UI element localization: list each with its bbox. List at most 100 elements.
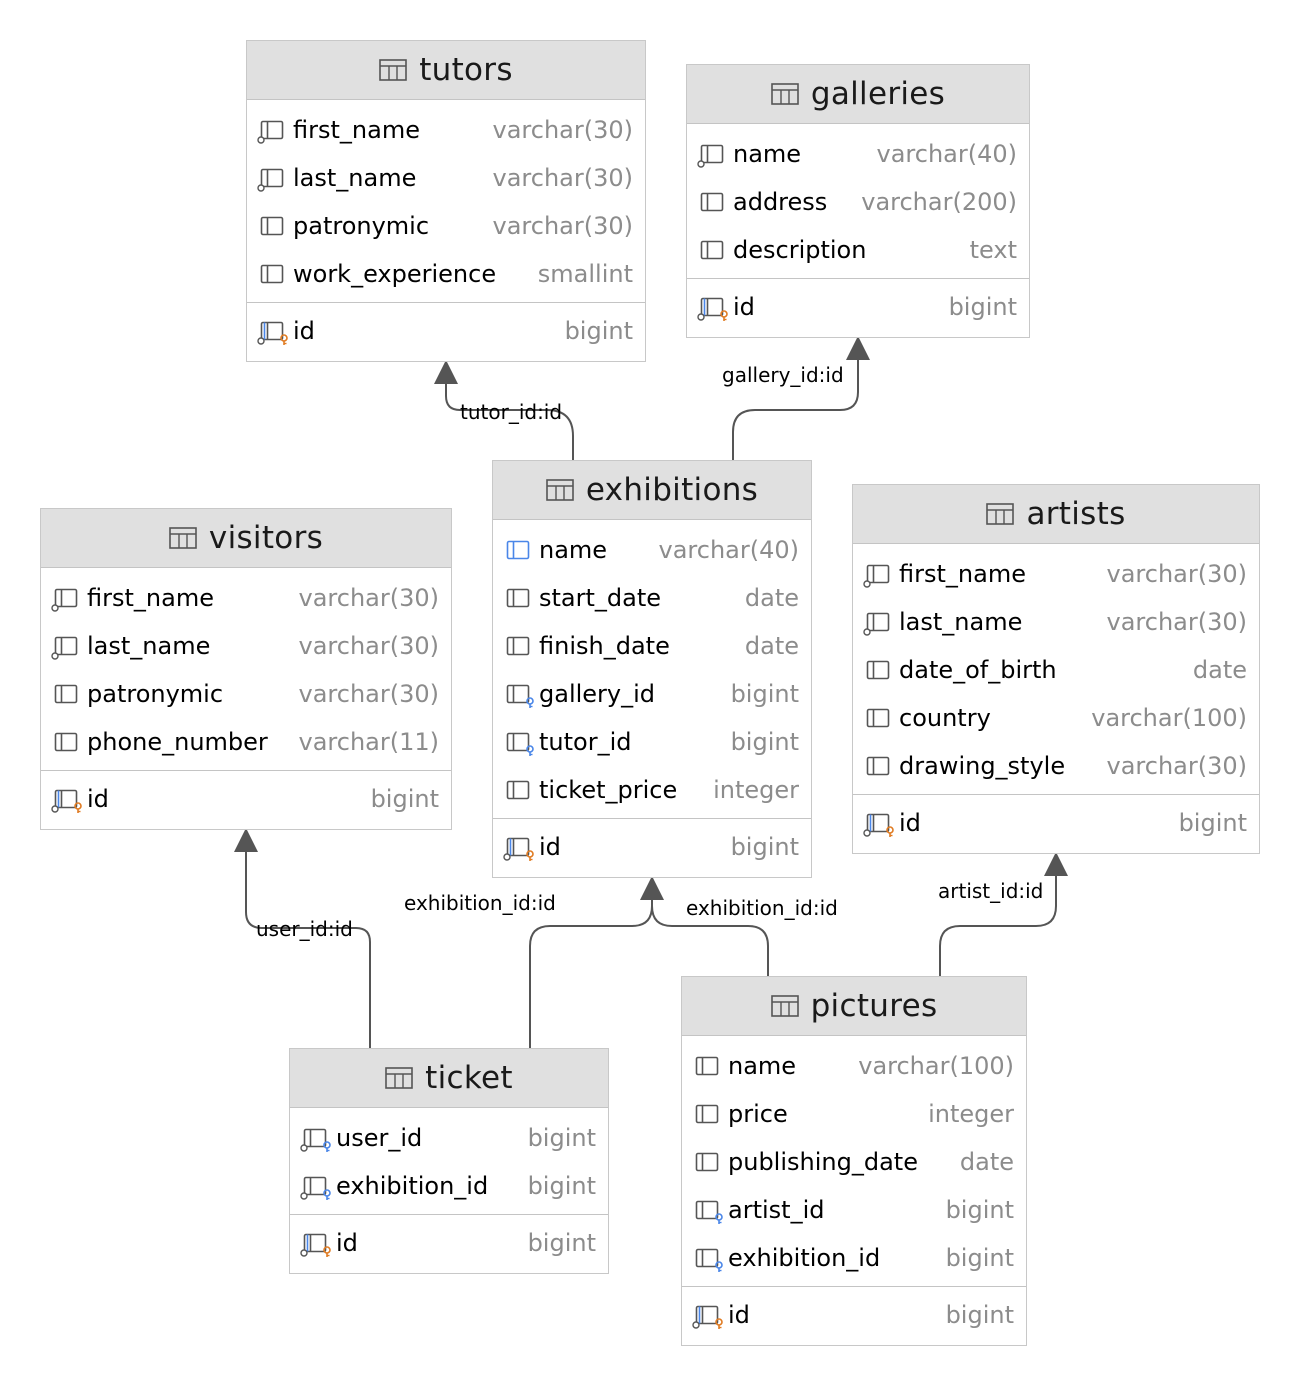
column-name: drawing_style <box>899 752 1066 780</box>
table-header[interactable]: tutors <box>247 41 645 100</box>
column-type: bigint <box>1178 809 1247 837</box>
column-type: date <box>744 584 799 612</box>
column-name: phone_number <box>87 728 268 756</box>
edge-exhibitions-galleries[interactable] <box>732 358 859 460</box>
column-type: varchar(30) <box>1106 560 1248 588</box>
column-name: ticket_price <box>539 776 678 804</box>
primary-key-icon <box>696 293 729 321</box>
column-row[interactable]: name varchar(40) <box>687 130 1029 178</box>
edge-ticket-exhibitions[interactable] <box>529 898 653 1048</box>
column-type: integer <box>928 1100 1014 1128</box>
column-icon <box>50 680 83 708</box>
table-header[interactable]: ticket <box>290 1049 608 1108</box>
column-type: varchar(30) <box>1106 752 1248 780</box>
edge-label-user: user_id:id <box>256 917 353 941</box>
edge-pictures-artists[interactable] <box>939 874 1057 976</box>
column-icon <box>502 632 535 660</box>
column-name: id <box>336 1229 358 1257</box>
column-row[interactable]: drawing_style varchar(30) <box>853 742 1259 790</box>
edge-ticket-visitors[interactable] <box>245 850 371 1048</box>
edge-exhibitions-tutors[interactable] <box>445 382 574 460</box>
column-type: smallint <box>537 260 633 288</box>
column-name: last_name <box>899 608 1023 636</box>
column-name: id <box>293 317 315 345</box>
column-row[interactable]: last_name varchar(30) <box>853 598 1259 646</box>
foreign-key-notnull-icon <box>299 1124 332 1152</box>
column-icon <box>862 704 895 732</box>
column-icon <box>691 1148 724 1176</box>
column-name: first_name <box>293 116 420 144</box>
arrowhead-galleries <box>846 336 870 360</box>
edge-pictures-exhibitions[interactable] <box>651 905 769 976</box>
column-type: date <box>959 1148 1014 1176</box>
column-icon <box>50 728 83 756</box>
column-type: varchar(30) <box>1106 608 1248 636</box>
column-name: name <box>733 140 802 168</box>
column-row[interactable]: id bigint <box>493 823 811 871</box>
column-type: bigint <box>730 680 799 708</box>
table-header[interactable]: visitors <box>41 509 451 568</box>
table-header[interactable]: artists <box>853 485 1259 544</box>
column-type: varchar(30) <box>298 632 440 660</box>
arrowhead-visitors <box>234 828 258 852</box>
column-icon <box>696 188 729 216</box>
column-type: bigint <box>730 833 799 861</box>
table-icon <box>771 83 799 105</box>
table-header[interactable]: exhibitions <box>493 461 811 520</box>
column-name: date_of_birth <box>899 656 1057 684</box>
table-header[interactable]: pictures <box>682 977 1026 1036</box>
column-type: bigint <box>370 785 439 813</box>
table-header[interactable]: galleries <box>687 65 1029 124</box>
column-type: bigint <box>945 1301 1014 1329</box>
column-name: id <box>539 833 561 861</box>
column-type: varchar(40) <box>876 140 1018 168</box>
column-notnull-icon <box>50 632 83 660</box>
